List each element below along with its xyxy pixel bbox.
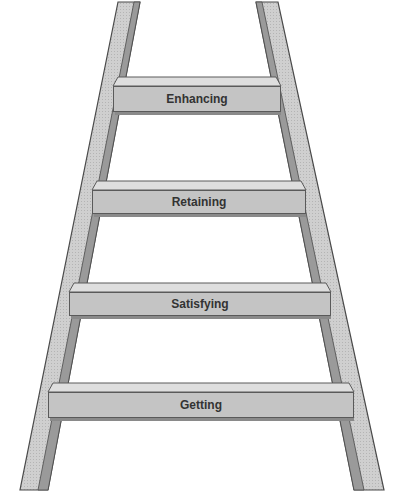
ladder-rung: Retaining [92, 190, 306, 214]
rung-shadow [50, 418, 354, 421]
rung-shadow [94, 214, 306, 217]
rung-label: Getting [172, 398, 230, 412]
rung-top-faces [48, 77, 354, 421]
ladder-rung: Satisfying [69, 292, 331, 316]
rung-top-face [92, 181, 306, 190]
rung-shadow [115, 112, 281, 115]
rung-label: Satisfying [163, 297, 236, 311]
rung-top-face [48, 383, 354, 392]
ladder-rung: Enhancing [113, 86, 281, 112]
rung-top-face [69, 283, 331, 292]
rung-top-face [113, 77, 281, 86]
ladder-rung: Getting [48, 392, 354, 418]
rung-label: Enhancing [158, 92, 235, 106]
rung-shadow [71, 316, 331, 319]
rung-label: Retaining [164, 195, 235, 209]
